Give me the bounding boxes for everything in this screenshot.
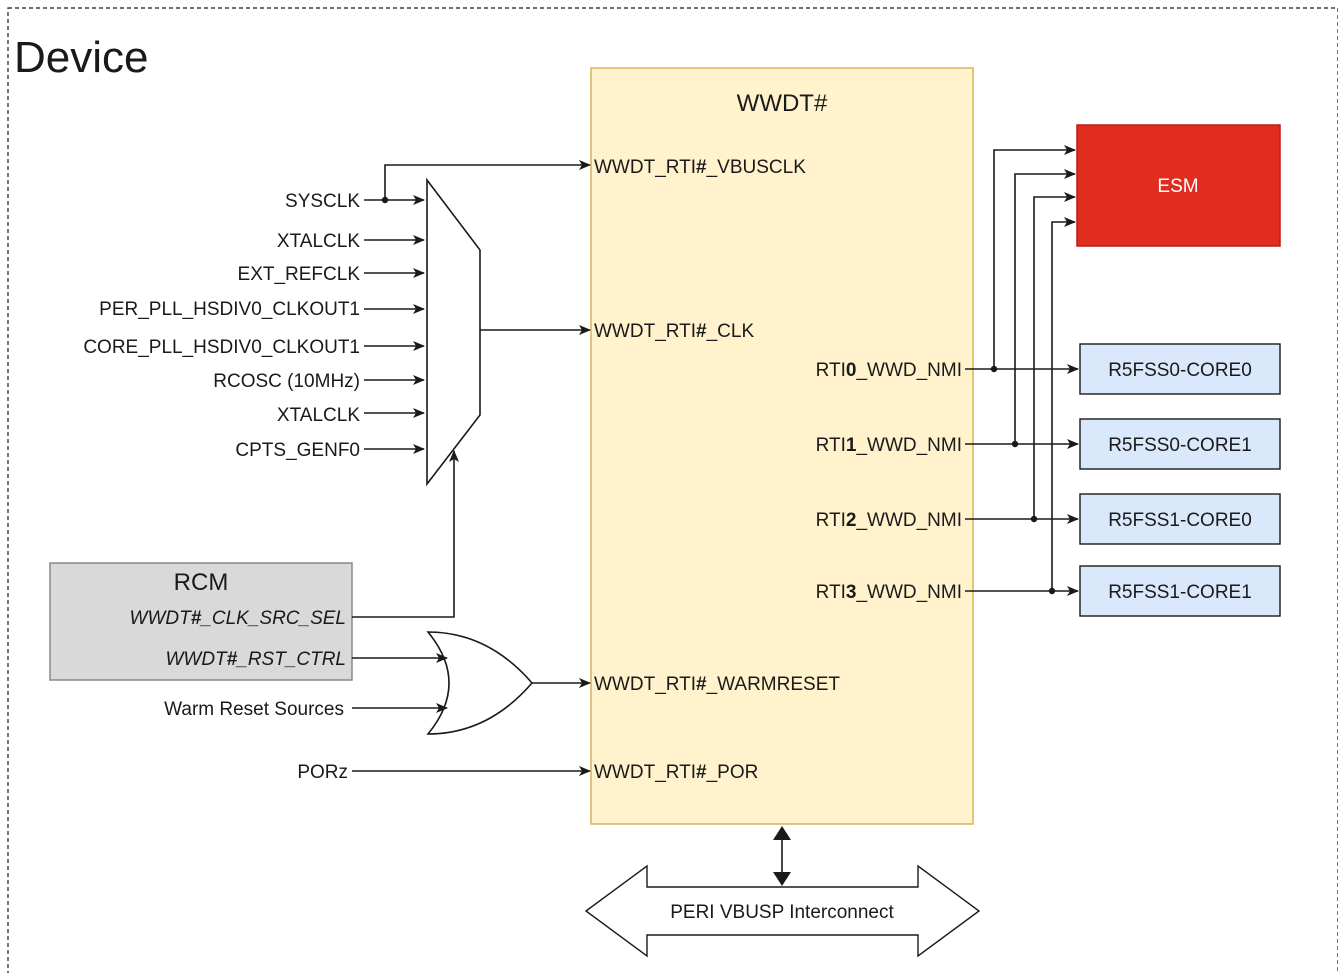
esm-block xyxy=(1076,124,1281,247)
esm-label: ESM xyxy=(1157,176,1198,197)
core-label-r5fss0-core1: R5FSS0-CORE1 xyxy=(1108,435,1252,456)
clock-source-ext-refclk: EXT_REFCLK xyxy=(238,264,361,285)
wwdt-title: WWDT# xyxy=(737,90,828,117)
clock-source-core-pll: CORE_PLL_HSDIV0_CLKOUT1 xyxy=(83,337,360,358)
clock-source-xtalclk-2: XTALCLK xyxy=(277,405,360,426)
porz-label: PORz xyxy=(297,762,348,783)
device-boundary xyxy=(7,7,1338,973)
device-title: Device xyxy=(14,33,149,82)
rcm-title: RCM xyxy=(174,569,229,596)
rcm-rst-ctrl: WWDT#_RST_CTRL xyxy=(165,649,346,670)
clock-source-sysclk: SYSCLK xyxy=(285,191,360,212)
warm-reset-sources-label: Warm Reset Sources xyxy=(164,699,344,720)
clock-mux xyxy=(426,177,481,487)
rcm-clk-src-sel: WWDT#_CLK_SRC_SEL xyxy=(130,608,346,629)
core-label-r5fss0-core0: R5FSS0-CORE0 xyxy=(1108,360,1252,381)
nmi-output-0: RTI0_WWD_NMI xyxy=(816,360,962,381)
clock-source-cpts-genf0: CPTS_GENF0 xyxy=(235,440,360,461)
or-gate xyxy=(426,631,534,735)
core-block-r5fss1-core0 xyxy=(1079,493,1281,545)
core-block-r5fss1-core1 xyxy=(1079,565,1281,617)
wwdt-input-warmreset: WWDT_RTI#_WARMRESET xyxy=(594,674,840,695)
nmi-output-3: RTI3_WWD_NMI xyxy=(816,582,962,603)
wwdt-input-clk: WWDT_RTI#_CLK xyxy=(594,321,754,342)
core-block-r5fss0-core1 xyxy=(1079,418,1281,470)
clock-source-xtalclk: XTALCLK xyxy=(277,231,360,252)
nmi-output-2: RTI2_WWD_NMI xyxy=(816,510,962,531)
clock-source-rcosc: RCOSC (10MHz) xyxy=(213,371,360,392)
wwdt-block xyxy=(590,67,974,825)
core-label-r5fss1-core1: R5FSS1-CORE1 xyxy=(1108,582,1252,603)
core-label-r5fss1-core0: R5FSS1-CORE0 xyxy=(1108,510,1252,531)
clock-source-per-pll: PER_PLL_HSDIV0_CLKOUT1 xyxy=(99,299,360,320)
rcm-block xyxy=(49,562,353,681)
wwdt-input-por: WWDT_RTI#_POR xyxy=(594,762,758,783)
interconnect-block xyxy=(584,864,981,958)
wwdt-input-vbusclk: WWDT_RTI#_VBUSCLK xyxy=(594,157,806,178)
nmi-output-1: RTI1_WWD_NMI xyxy=(816,435,962,456)
core-block-r5fss0-core0 xyxy=(1079,343,1281,395)
interconnect-label: PERI VBUSP Interconnect xyxy=(670,902,894,923)
